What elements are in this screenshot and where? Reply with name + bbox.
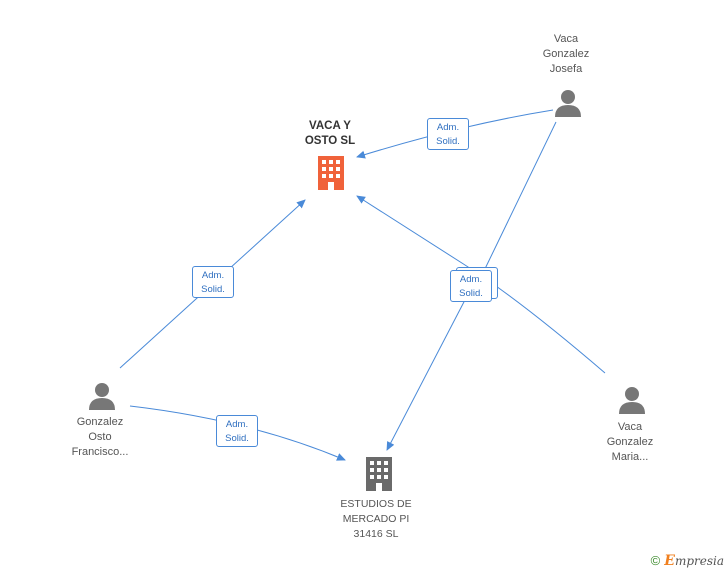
person-icon-josefa[interactable] [553, 88, 583, 118]
relation-badge-stack-front[interactable]: Adm. Solid. [450, 270, 492, 302]
building-icon-estudios[interactable] [364, 457, 394, 491]
company-label-vaca-y-osto[interactable]: VACA Y OSTO SL [304, 120, 356, 147]
relation-badge-line1: Adm. [436, 122, 460, 133]
brand-initial: E [664, 553, 675, 569]
relation-badge-francisco-vaca[interactable]: Adm. Solid. [192, 266, 234, 298]
relation-badge-francisco-estudios[interactable]: Adm. Solid. [216, 415, 258, 447]
relation-badge-line2: Solid. [436, 136, 460, 147]
company-label-estudios[interactable]: ESTUDIOS DE MERCADO PI 31416 SL [340, 498, 412, 540]
person-label-josefa[interactable]: Vaca Gonzalez Josefa [542, 33, 590, 75]
relation-badge-line2: Solid. [201, 284, 225, 295]
person-label-maria[interactable]: Vaca Gonzalez Maria... [606, 421, 654, 463]
relation-badge-line1: Adm. [459, 274, 483, 285]
relation-badge-line1: Adm. [201, 270, 225, 281]
relation-badge-line2: Solid. [459, 288, 483, 299]
edge-josefa-estudios-a [481, 121, 557, 276]
person-icon-maria[interactable] [617, 385, 647, 415]
person-label-francisco[interactable]: Gonzalez Osto Francisco... [71, 416, 129, 458]
person-icon-francisco[interactable] [87, 381, 117, 411]
relation-badge-josefa[interactable]: Adm. Solid. [427, 118, 469, 150]
brand-rest: mpresia [674, 554, 724, 568]
footer-brand: ©Empresia [651, 553, 724, 569]
brand-logo: Empresia [664, 553, 724, 569]
relation-badge-line2: Solid. [225, 433, 249, 444]
building-icon-vaca-y-osto[interactable] [316, 156, 346, 190]
copyright-icon: © [650, 553, 661, 568]
edge-to-estudios [386, 297, 467, 451]
relation-badge-line1: Adm. [225, 419, 249, 430]
